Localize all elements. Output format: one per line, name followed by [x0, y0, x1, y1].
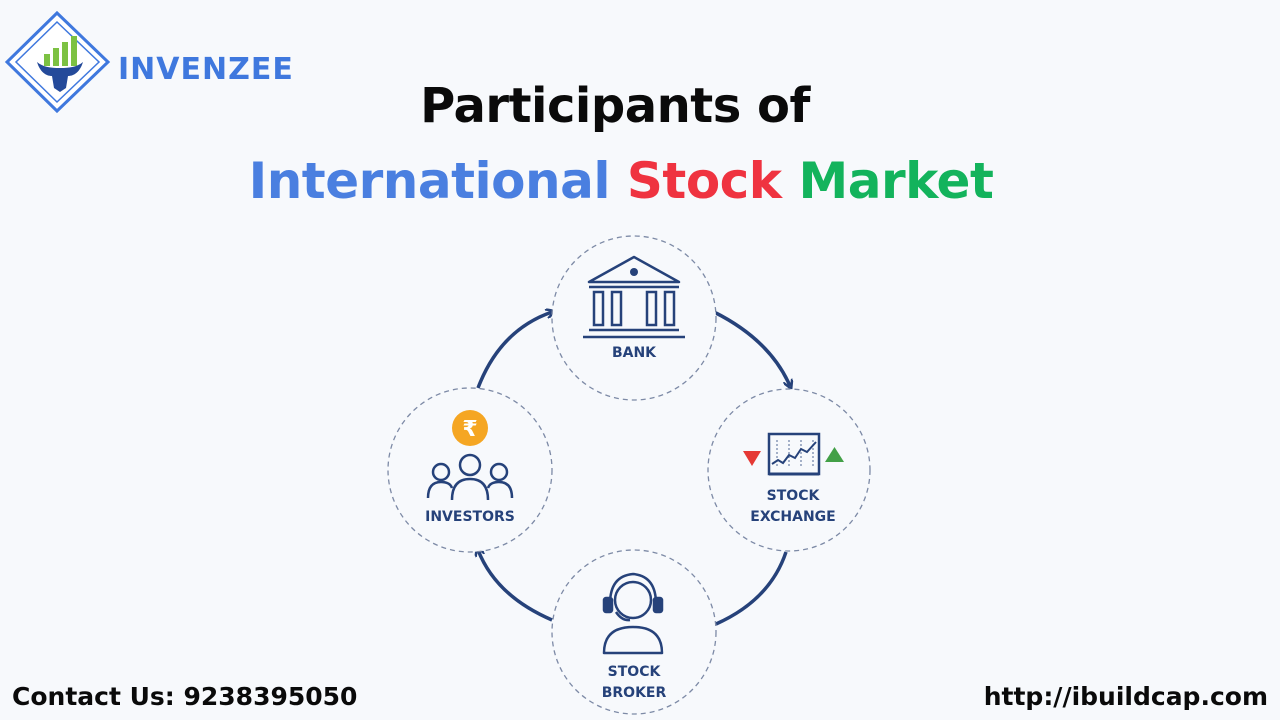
- down-triangle-icon: [743, 451, 761, 466]
- flow-arrow-broker-to-investors: [478, 550, 553, 622]
- rupee-symbol: ₹: [462, 417, 477, 442]
- page-subtitle: International Stock Market: [0, 152, 1242, 210]
- bank-building-icon: [583, 255, 685, 339]
- flow-arrow-bank-to-exchange: [713, 310, 790, 386]
- node-circle-broker: [551, 549, 717, 715]
- node-circle-bank: [551, 235, 717, 401]
- node-label-broker-line2: BROKER: [602, 685, 667, 701]
- page-title: Participants of: [420, 78, 810, 134]
- headset-person-icon: [602, 572, 664, 655]
- stock-chart-icon: [767, 432, 821, 476]
- node-label-broker-line1: STOCK: [608, 664, 662, 680]
- title-word-stock: Stock: [626, 152, 782, 210]
- bull-chart-logo-icon: [4, 10, 111, 114]
- node-label-bank-line1: BANK: [612, 345, 657, 361]
- brand-logo: INVENZEE: [4, 10, 314, 114]
- node-label-investors-line1: INVESTORS: [425, 509, 515, 525]
- rupee-coin-icon: [452, 410, 488, 446]
- bank-emblem-icon: [630, 268, 638, 276]
- flow-arrow-investors-to-bank: [476, 312, 552, 389]
- brand-name: INVENZEE: [118, 52, 294, 87]
- people-group-icon: [426, 453, 514, 501]
- flow-arrow-exchange-to-broker: [715, 551, 788, 626]
- contact-phone: Contact Us: 9238395050: [12, 682, 358, 711]
- node-circle-investors: [387, 387, 553, 553]
- node-label-exchange-line1: STOCK: [767, 488, 821, 504]
- title-word-market: Market: [798, 152, 994, 210]
- up-triangle-icon: [825, 447, 844, 462]
- node-label-exchange-line2: EXCHANGE: [750, 509, 835, 525]
- node-circle-exchange: [707, 388, 871, 552]
- website-url[interactable]: http://ibuildcap.com: [983, 682, 1268, 711]
- title-word-international: International: [248, 152, 611, 210]
